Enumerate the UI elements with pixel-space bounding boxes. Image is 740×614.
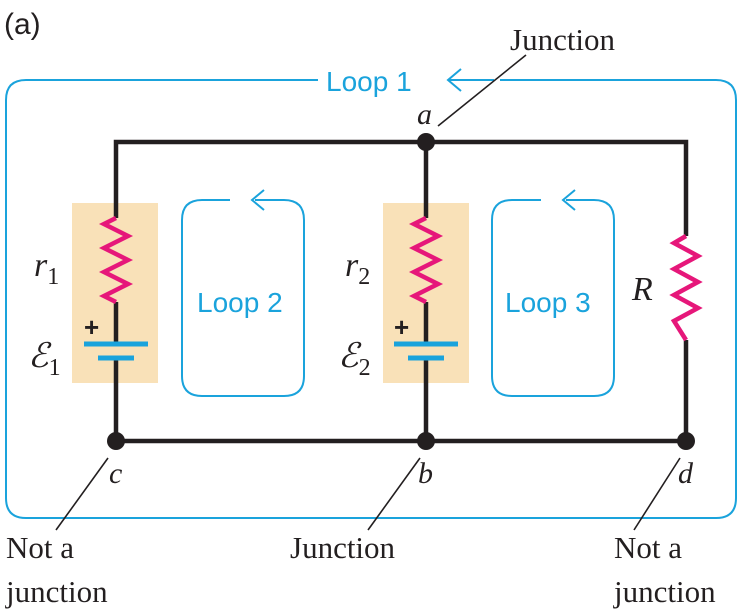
resistor-R <box>669 234 703 342</box>
loop-1-outline <box>5 79 737 519</box>
node-d-label: d <box>678 457 694 490</box>
circuit-wires <box>113 139 689 444</box>
loop-3-label: Loop 3 <box>505 287 591 318</box>
r1-label: r1 <box>34 247 59 290</box>
emf-2-cell <box>394 341 458 361</box>
not-junction-left-line2: junction <box>5 574 108 609</box>
node-c-dot <box>107 432 125 450</box>
not-junction-left-line1: Not a <box>6 530 74 565</box>
r2-label: r2 <box>345 247 370 290</box>
junction-bottom-callout: Junction <box>290 530 396 565</box>
not-junction-right-line2: junction <box>613 574 716 609</box>
node-d-dot <box>677 432 695 450</box>
loop-2-arrow-icon <box>250 189 265 211</box>
loop-3-outline <box>491 199 615 397</box>
resistor-r2 <box>408 215 444 305</box>
resistor-r1 <box>98 215 134 305</box>
emf1-label: ℰ1 <box>28 338 61 381</box>
loop-1-label: Loop 1 <box>326 66 412 97</box>
loop-1-arrow-icon <box>446 68 494 92</box>
node-b-label: b <box>418 457 433 490</box>
node-b-dot <box>417 432 435 450</box>
emf-1-plus: + <box>84 312 99 342</box>
node-a-label: a <box>417 98 432 131</box>
junction-top-callout: Junction <box>510 22 616 57</box>
R-label: R <box>631 271 653 308</box>
node-c-label: c <box>109 457 122 490</box>
node-a-dot <box>417 133 435 151</box>
loop-2-outline <box>181 199 305 397</box>
panel-label: (a) <box>4 8 41 41</box>
battery-2-shade <box>383 203 469 383</box>
not-junction-right-leader <box>633 457 681 531</box>
emf2-label: ℰ2 <box>338 338 371 381</box>
junction-bottom-leader <box>367 457 421 531</box>
junction-top-leader <box>437 54 527 127</box>
not-junction-left-leader <box>55 457 109 531</box>
not-junction-right-line1: Not a <box>614 530 682 565</box>
loop-3-arrow-icon <box>561 189 576 211</box>
emf-1-cell <box>84 341 148 361</box>
loop-2-label: Loop 2 <box>197 287 283 318</box>
emf-2-plus: + <box>394 312 409 342</box>
